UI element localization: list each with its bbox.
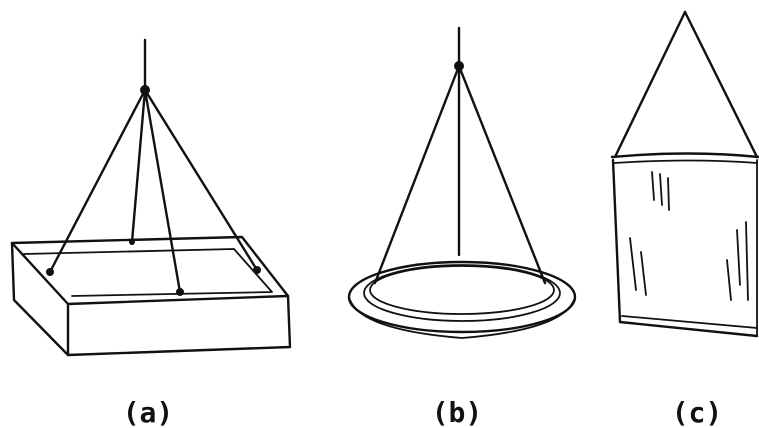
panel-b-ring-inner-lip	[363, 264, 561, 322]
panel-c-container-top-inner	[613, 159, 758, 164]
panel-a-bridle-leg-back-right	[143, 88, 259, 272]
panel-c-container-top	[610, 152, 759, 159]
panel-a-lug-back-right	[253, 266, 261, 274]
panel-a-bridle-leg-front-right	[143, 88, 182, 294]
panel-b-caption: (b)	[432, 396, 483, 428]
panel-a-lug-front-right	[176, 288, 184, 296]
panel-a-bridle-leg-back-left	[130, 88, 147, 244]
panel-b-bridle-leg-left	[373, 64, 461, 285]
panel-b-ring-underside	[349, 299, 575, 339]
panel-b-ring-outer-flange	[347, 260, 577, 334]
panel-c-sling-left	[613, 10, 687, 159]
panel-c-container-left-wall	[611, 158, 622, 324]
panel-c-caption: (c)	[672, 396, 723, 428]
panel-a-tray-front-wall	[66, 294, 292, 357]
panel-a-tray-inner-edge	[23, 248, 273, 297]
panel-a-lug-front-left	[46, 268, 54, 276]
panel-b: (b)	[347, 26, 577, 428]
panel-c: (c)	[610, 10, 759, 428]
panel-a: (a)	[10, 38, 292, 428]
panel-a-tray-left-wall	[10, 241, 70, 357]
panel-c-container-bottom-inner	[621, 315, 758, 329]
panel-a-lug-back-left	[129, 239, 135, 245]
panel-c-container-bottom	[618, 320, 759, 338]
panel-a-caption: (a)	[123, 396, 174, 428]
panel-c-shading	[629, 171, 749, 301]
panel-b-ring-inner-edge	[369, 265, 555, 315]
panel-c-sling-right	[683, 10, 759, 159]
panel-b-bridle-leg-right	[457, 64, 547, 285]
